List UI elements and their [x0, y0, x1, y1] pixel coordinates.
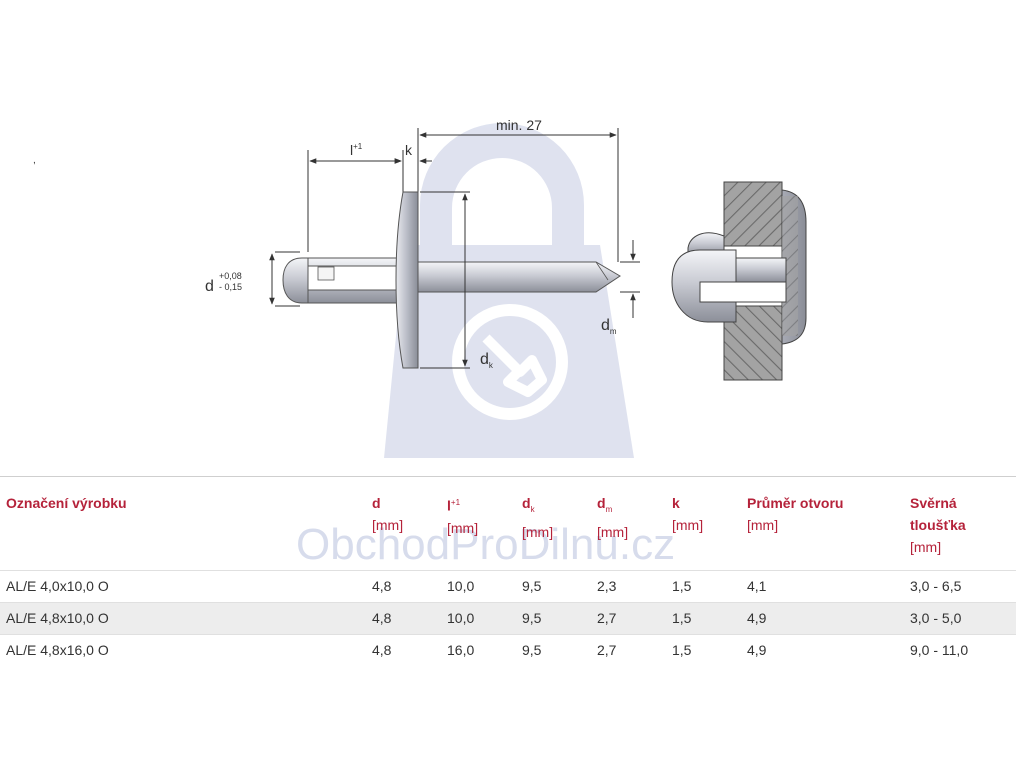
header-d: d[mm] [372, 476, 447, 571]
svg-text:dk: dk [480, 351, 494, 370]
cell-dm: 2,7 [597, 602, 672, 635]
cell-grip-range: 9,0 - 11,0 [910, 634, 1016, 666]
cell-dk: 9,5 [522, 570, 597, 603]
dimension-dk: dk [420, 191, 494, 370]
table-row: AL/E 4,0x10,0 O 4,8 10,0 9,5 2,3 1,5 4,1… [0, 570, 1016, 603]
svg-text:dm: dm [601, 317, 617, 336]
cell-product-code: AL/E 4,0x10,0 O [0, 570, 372, 603]
svg-text:l+1: l+1 [350, 142, 363, 158]
cell-hole-diameter: 4,1 [747, 570, 910, 603]
header-grip-range: Svěrná tloušťka[mm] [910, 476, 1016, 571]
header-hole-diameter: Průměr otvoru[mm] [747, 476, 910, 571]
header-dm: dm[mm] [597, 476, 672, 571]
cell-k: 1,5 [672, 634, 747, 666]
cell-product-code: AL/E 4,8x10,0 O [0, 602, 372, 635]
cell-l: 10,0 [447, 602, 522, 635]
table-header-row: Označení výrobku d[mm] l+1[mm] dk[mm] dm… [0, 476, 1016, 571]
dimension-l: l+1 [307, 142, 404, 252]
rivet-installed-section [671, 181, 807, 381]
header-l: l+1[mm] [447, 476, 522, 571]
svg-text:+0,08: +0,08 [219, 271, 242, 281]
table-row: AL/E 4,8x16,0 O 4,8 16,0 9,5 2,7 1,5 4,9… [0, 634, 1016, 666]
cell-hole-diameter: 4,9 [747, 634, 910, 666]
cell-k: 1,5 [672, 602, 747, 635]
dimension-d: d +0,08 - 0,15 [205, 251, 300, 307]
cell-dk: 9,5 [522, 634, 597, 666]
dimension-dm: dm [601, 240, 640, 336]
header-product-code: Označení výrobku [0, 476, 372, 571]
cell-d: 4,8 [372, 602, 447, 635]
rivet-technical-drawing: , min. 27 l+1 k d +0,08 - 0,15 [33, 117, 807, 458]
cell-grip-range: 3,0 - 6,5 [910, 570, 1016, 603]
cell-dm: 2,3 [597, 570, 672, 603]
cell-l: 16,0 [447, 634, 522, 666]
cell-d: 4,8 [372, 570, 447, 603]
cell-d: 4,8 [372, 634, 447, 666]
rivet-side-view [282, 191, 621, 369]
svg-text:min. 27: min. 27 [496, 117, 542, 133]
header-dk: dk[mm] [522, 476, 597, 571]
dimension-k: k [393, 142, 432, 164]
dimension-min-27: min. 27 [417, 117, 619, 262]
cell-hole-diameter: 4,9 [747, 602, 910, 635]
table-row: AL/E 4,8x10,0 O 4,8 10,0 9,5 2,7 1,5 4,9… [0, 602, 1016, 635]
cell-grip-range: 3,0 - 5,0 [910, 602, 1016, 635]
stray-mark: , [33, 155, 36, 166]
cell-k: 1,5 [672, 570, 747, 603]
header-k: k[mm] [672, 476, 747, 571]
spec-table: Označení výrobku d[mm] l+1[mm] dk[mm] dm… [0, 476, 1016, 666]
svg-text:k: k [405, 142, 413, 158]
svg-text:- 0,15: - 0,15 [219, 282, 242, 292]
cell-dm: 2,7 [597, 634, 672, 666]
cell-product-code: AL/E 4,8x16,0 O [0, 634, 372, 666]
cell-l: 10,0 [447, 570, 522, 603]
cell-dk: 9,5 [522, 602, 597, 635]
watermark-logo [384, 123, 634, 458]
svg-text:d: d [205, 278, 214, 295]
